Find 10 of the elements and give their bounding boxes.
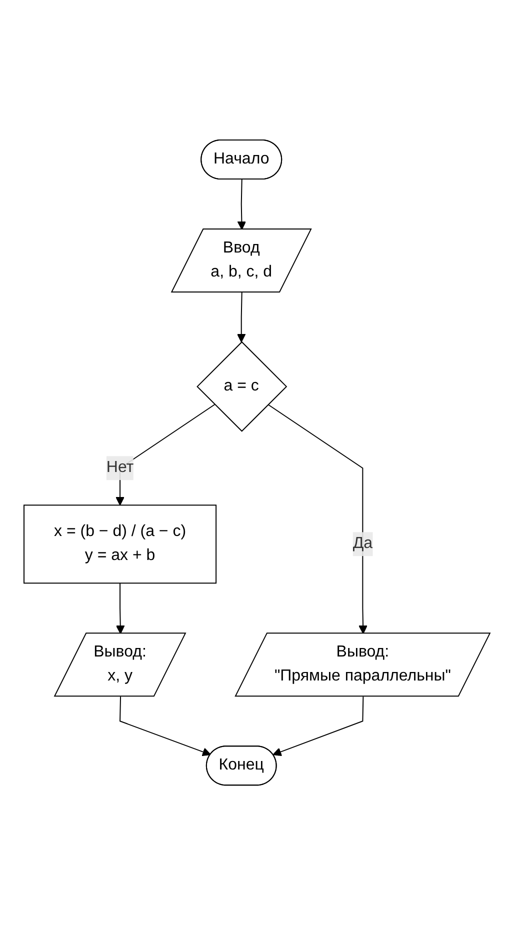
arrow [119,696,211,756]
arrow [236,178,246,230]
edge-label: Нет [106,459,134,476]
arrow [267,404,367,634]
edge-label: Да [352,535,372,552]
node-diamond: a = c [196,341,287,432]
arrow [116,582,124,634]
node-box: x = (b − d) / (a − c) y = ax + b [23,504,216,584]
arrow [272,696,364,756]
arrow [236,292,246,342]
